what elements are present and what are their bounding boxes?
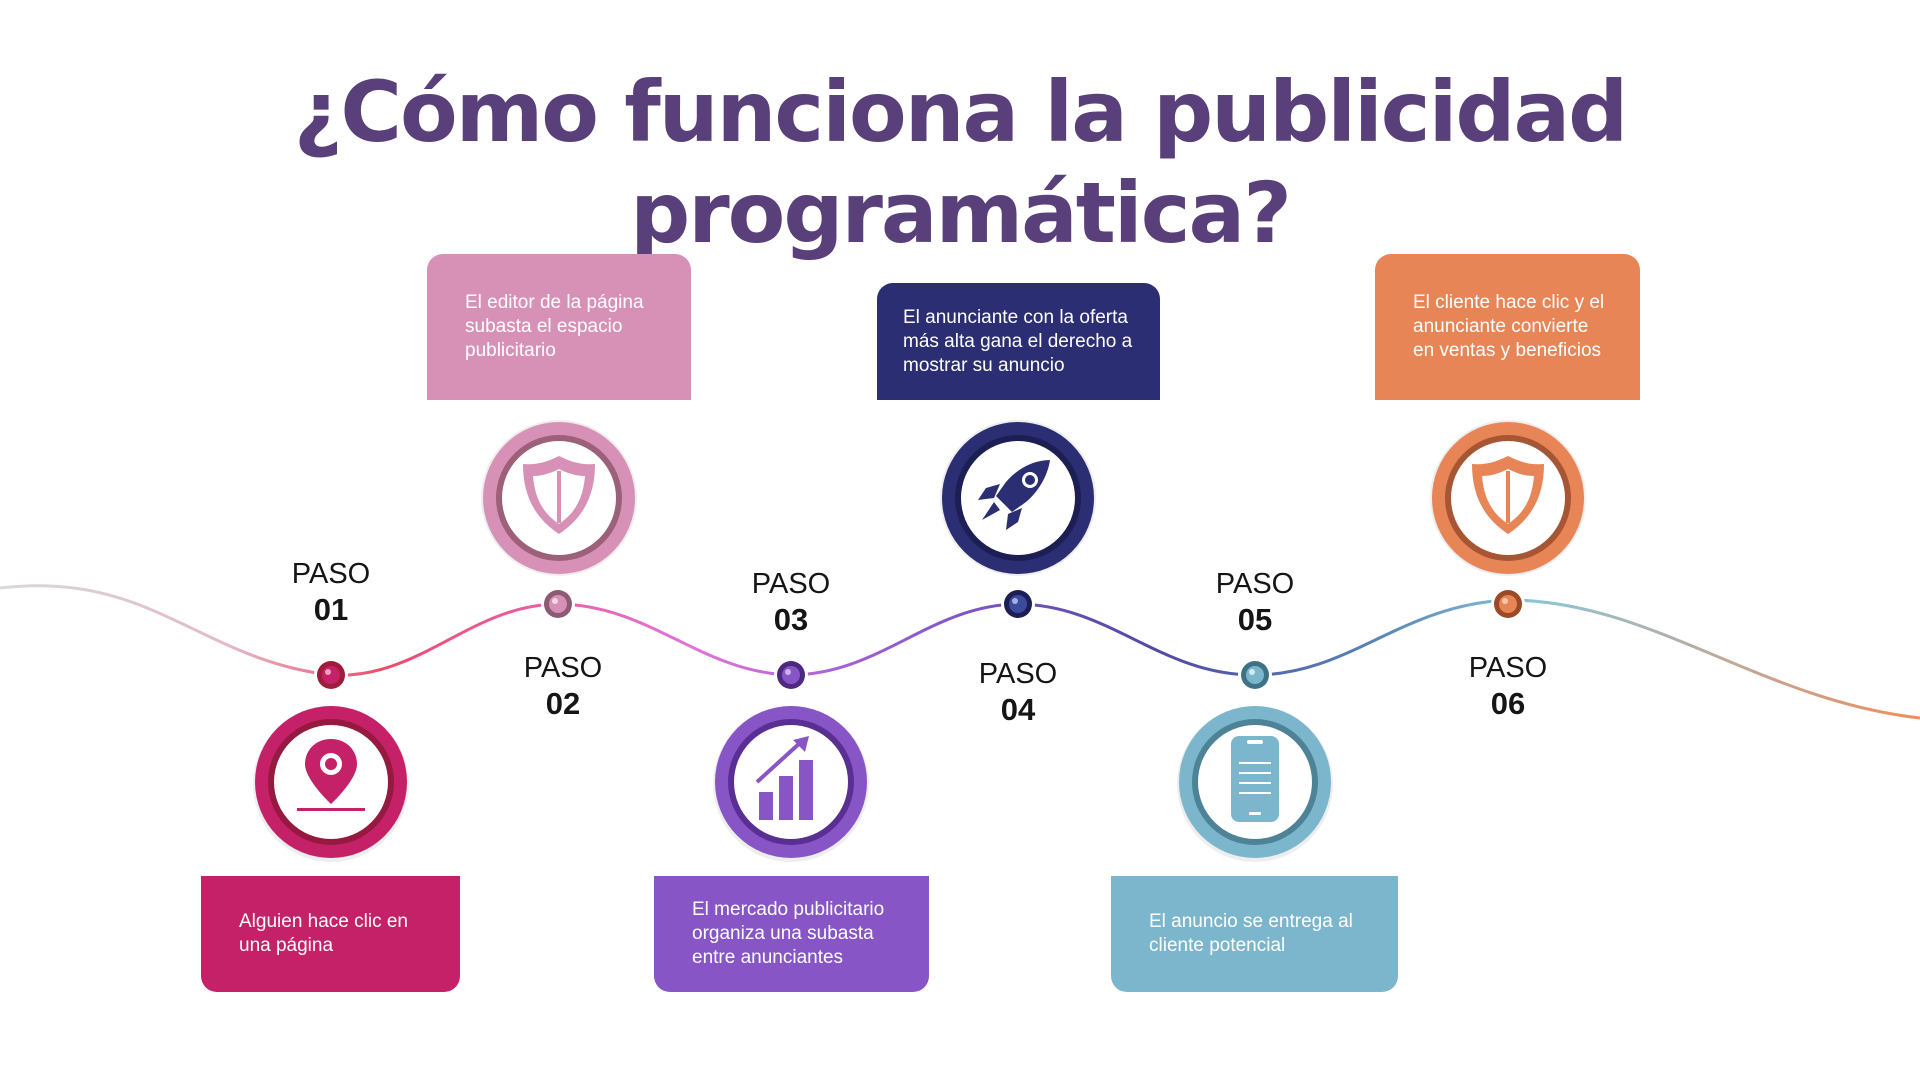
- page-title: ¿Cómo funciona la publicidad programátic…: [293, 63, 1629, 262]
- step-01-badge: [251, 704, 411, 864]
- step-05-badge: [1175, 704, 1335, 864]
- bar-chart-growth-icon: [755, 736, 813, 820]
- step-01-description: Alguien hace clic en una página: [201, 876, 460, 992]
- step-03-badge: [711, 704, 871, 864]
- step-02-badge: [479, 416, 639, 576]
- step-03-label: PASO 03: [751, 568, 831, 637]
- step-06-badge: [1428, 416, 1588, 576]
- step-03-description: El mercado publicitario organiza una sub…: [654, 876, 929, 992]
- shield-icon: [1472, 456, 1544, 534]
- rocket-icon: [978, 460, 1050, 530]
- location-pin-icon: [297, 739, 365, 811]
- shield-icon: [523, 456, 595, 534]
- step-04-label: PASO 04: [978, 658, 1058, 727]
- smartphone-icon: [1231, 736, 1279, 822]
- step-05-label: PASO 05: [1215, 568, 1295, 637]
- step-06-label: PASO 06: [1468, 652, 1548, 721]
- step-04-description: El anunciante con la oferta más alta gan…: [877, 283, 1160, 400]
- step-02-description: El editor de la página subasta el espaci…: [427, 254, 691, 400]
- step-05-description: El anuncio se entrega al cliente potenci…: [1111, 876, 1398, 992]
- step-04-badge: [938, 416, 1098, 576]
- step-02-label: PASO 02: [523, 652, 603, 721]
- step-01-label: PASO 01: [291, 558, 371, 627]
- step-06-description: El cliente hace clic y el anunciante con…: [1375, 254, 1640, 400]
